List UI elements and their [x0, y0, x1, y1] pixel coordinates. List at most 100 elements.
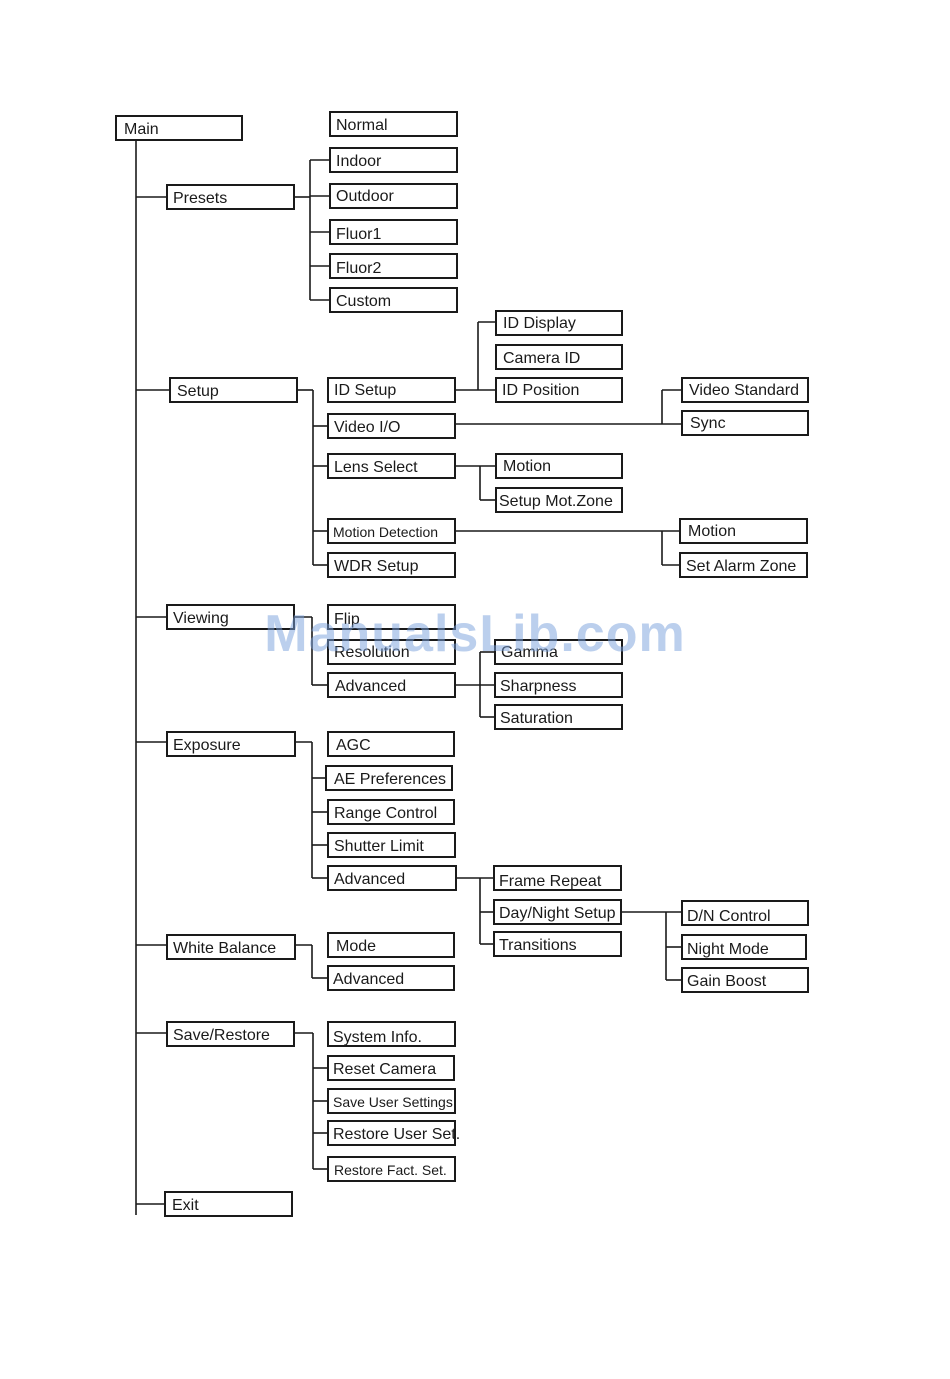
node-preset-normal: Normal: [329, 111, 458, 137]
node-id-setup-label: ID Setup: [334, 382, 396, 399]
node-setup-mot-zone-label: Setup Mot.Zone: [499, 493, 613, 510]
node-preset-outdoor: Outdoor: [329, 183, 458, 209]
node-id-display: ID Display: [495, 310, 623, 336]
node-setup-label: Setup: [177, 383, 219, 400]
node-agc-label: AGC: [336, 737, 371, 754]
node-save-restore: Save/Restore: [166, 1021, 295, 1047]
node-wb-mode-label: Mode: [336, 938, 376, 955]
node-save-user-settings-label: Save User Settings: [333, 1094, 453, 1110]
node-flip: Flip: [327, 604, 456, 630]
node-wdr-setup-label: WDR Setup: [334, 558, 419, 575]
node-set-alarm-zone-label: Set Alarm Zone: [686, 558, 796, 575]
node-wb-advanced-label: Advanced: [333, 971, 404, 988]
node-day-night-setup: Day/Night Setup: [493, 899, 622, 925]
node-frame-repeat: Frame Repeat: [493, 865, 622, 891]
node-preset-fluor1: Fluor1: [329, 219, 458, 245]
node-id-position-label: ID Position: [502, 382, 579, 399]
node-wb-advanced: Advanced: [327, 965, 455, 991]
node-sharpness: Sharpness: [494, 672, 623, 698]
node-restore-fact-set: Restore Fact. Set.: [327, 1156, 456, 1182]
node-preset-fluor2-label: Fluor2: [336, 260, 381, 277]
node-shutter-limit: Shutter Limit: [327, 832, 456, 858]
node-md-motion: Motion: [679, 518, 808, 544]
node-range-control: Range Control: [327, 799, 455, 825]
node-setup-mot-zone: Setup Mot.Zone: [495, 487, 623, 513]
node-wb-mode: Mode: [327, 932, 455, 958]
node-video-standard: Video Standard: [681, 377, 809, 403]
node-night-mode: Night Mode: [681, 934, 807, 960]
node-transitions: Transitions: [493, 931, 622, 957]
node-preset-fluor2: Fluor2: [329, 253, 458, 279]
node-range-control-label: Range Control: [334, 805, 437, 822]
node-save-user-settings: Save User Settings: [327, 1088, 456, 1114]
node-viewing: Viewing: [166, 604, 295, 630]
node-motion-detection: Motion Detection: [327, 518, 456, 544]
node-ae-preferences: AE Preferences: [325, 765, 453, 791]
node-md-motion-label: Motion: [688, 523, 736, 540]
node-save-restore-label: Save/Restore: [173, 1027, 270, 1044]
connector-lines: [135, 140, 682, 1215]
node-reset-camera-label: Reset Camera: [333, 1061, 436, 1078]
node-main: Main: [115, 115, 243, 141]
node-main-label: Main: [124, 121, 159, 138]
node-night-mode-label: Night Mode: [687, 941, 769, 958]
node-exposure-label: Exposure: [173, 737, 241, 754]
node-presets: Presets: [166, 184, 295, 210]
node-restore-user-set: Restore User Set.: [327, 1120, 460, 1146]
node-exposure: Exposure: [166, 731, 296, 757]
node-video-io-label: Video I/O: [334, 419, 400, 436]
node-frame-repeat-label: Frame Repeat: [499, 873, 602, 890]
node-restore-fact-set-label: Restore Fact. Set.: [334, 1162, 447, 1178]
node-motion-detection-label: Motion Detection: [333, 524, 438, 540]
node-flip-label: Flip: [334, 611, 360, 628]
node-agc: AGC: [327, 731, 455, 757]
node-lens-select-label: Lens Select: [334, 459, 418, 476]
node-lens-select: Lens Select: [327, 453, 456, 479]
node-preset-indoor: Indoor: [329, 147, 458, 173]
node-shutter-limit-label: Shutter Limit: [334, 838, 424, 855]
node-exposure-advanced: Advanced: [327, 865, 457, 891]
node-video-io: Video I/O: [327, 413, 456, 439]
node-dn-control-label: D/N Control: [687, 908, 771, 925]
node-sync: Sync: [681, 410, 809, 436]
node-preset-custom-label: Custom: [336, 293, 391, 310]
node-resolution: Resolution: [327, 639, 456, 665]
node-preset-outdoor-label: Outdoor: [336, 188, 394, 205]
node-system-info-label: System Info.: [333, 1029, 422, 1046]
node-id-display-label: ID Display: [503, 315, 576, 332]
node-id-setup: ID Setup: [327, 377, 456, 403]
node-gamma-label: Gamma: [501, 644, 558, 661]
node-restore-user-set-label: Restore User Set.: [333, 1126, 460, 1143]
node-resolution-label: Resolution: [334, 644, 410, 661]
node-exit: Exit: [164, 1191, 293, 1217]
node-wdr-setup: WDR Setup: [327, 552, 456, 578]
node-viewing-advanced-label: Advanced: [335, 678, 406, 695]
node-video-standard-label: Video Standard: [689, 382, 799, 399]
node-ae-preferences-label: AE Preferences: [334, 771, 446, 788]
node-preset-indoor-label: Indoor: [336, 153, 382, 170]
node-white-balance-label: White Balance: [173, 940, 276, 957]
node-viewing-label: Viewing: [173, 610, 229, 627]
node-camera-id-label: Camera ID: [503, 350, 580, 367]
node-lens-motion: Motion: [495, 453, 623, 479]
node-preset-fluor1-label: Fluor1: [336, 226, 381, 243]
node-day-night-setup-label: Day/Night Setup: [499, 905, 616, 922]
node-setup: Setup: [169, 377, 298, 403]
node-preset-normal-label: Normal: [336, 117, 388, 134]
node-preset-custom: Custom: [329, 287, 458, 313]
node-id-position: ID Position: [495, 377, 623, 403]
node-saturation: Saturation: [494, 704, 623, 730]
node-sync-label: Sync: [690, 415, 726, 432]
node-presets-label: Presets: [173, 190, 227, 207]
node-transitions-label: Transitions: [499, 937, 577, 954]
node-sharpness-label: Sharpness: [500, 678, 577, 695]
node-white-balance: White Balance: [166, 934, 296, 960]
node-saturation-label: Saturation: [500, 710, 573, 727]
node-system-info: System Info.: [327, 1021, 456, 1047]
node-gain-boost: Gain Boost: [681, 967, 809, 993]
node-gamma: Gamma: [494, 639, 623, 665]
node-exit-label: Exit: [172, 1197, 199, 1214]
node-camera-id: Camera ID: [495, 344, 623, 370]
node-gain-boost-label: Gain Boost: [687, 973, 767, 990]
